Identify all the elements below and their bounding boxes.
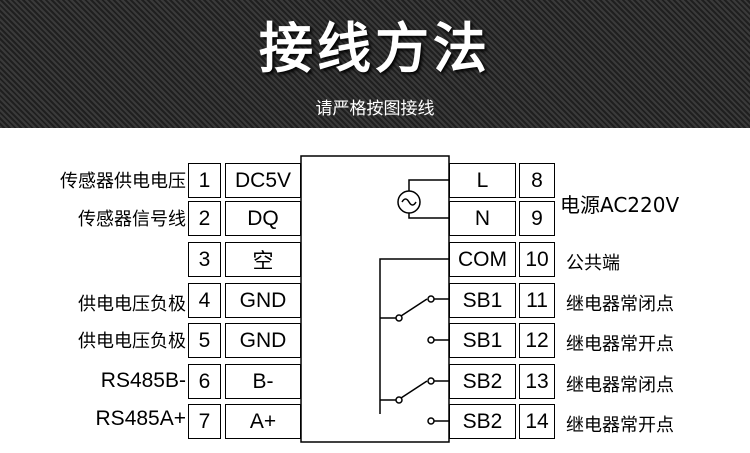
relay2-no-label: 继电器常开点 bbox=[566, 415, 674, 436]
relay1-nc-contact bbox=[427, 295, 435, 303]
relay1-arm bbox=[400, 298, 428, 317]
left-desc-4: 供电电压负极 bbox=[78, 294, 186, 315]
terminal-number-7: 7 bbox=[188, 404, 221, 439]
com-bus-wire bbox=[379, 258, 449, 414]
power-label: 电源AC220V bbox=[560, 193, 680, 217]
common-label: 公共端 bbox=[566, 253, 620, 274]
left-desc-1: 传感器供电电压 bbox=[60, 171, 186, 192]
terminal-signal-1: DC5V bbox=[225, 163, 301, 198]
relay2-nc-label: 继电器常闭点 bbox=[566, 375, 674, 396]
ac-wire-n bbox=[408, 213, 449, 219]
relay1-no-contact bbox=[427, 336, 435, 344]
terminal-number-1: 1 bbox=[188, 163, 221, 198]
relay1-pivot bbox=[395, 314, 403, 322]
terminal-signal-7: A+ bbox=[225, 404, 301, 439]
terminal-signal-12: SB1 bbox=[449, 323, 516, 358]
relay2-pivot bbox=[395, 396, 403, 404]
terminal-number-3: 3 bbox=[188, 242, 221, 277]
terminal-signal-10: COM bbox=[449, 242, 516, 277]
terminal-number-11: 11 bbox=[519, 283, 555, 318]
terminal-signal-13: SB2 bbox=[449, 364, 516, 399]
relay1-no-label: 继电器常开点 bbox=[566, 334, 674, 355]
relay2-arm bbox=[400, 380, 428, 399]
relay2-no-contact bbox=[427, 417, 435, 425]
left-desc-2: 传感器信号线 bbox=[78, 209, 186, 230]
terminal-number-8: 8 bbox=[519, 163, 555, 198]
terminal-number-13: 13 bbox=[519, 364, 555, 399]
terminal-number-12: 12 bbox=[519, 323, 555, 358]
header-banner: 接线方法 请严格按图接线 bbox=[0, 0, 750, 128]
left-desc-6: RS485B- bbox=[100, 369, 186, 392]
terminal-number-2: 2 bbox=[188, 201, 221, 236]
page-subtitle: 请严格按图接线 bbox=[315, 99, 435, 119]
terminal-number-6: 6 bbox=[188, 364, 221, 399]
terminal-signal-14: SB2 bbox=[449, 404, 516, 439]
terminal-number-9: 9 bbox=[519, 201, 555, 236]
terminal-signal-2: DQ bbox=[225, 201, 301, 236]
ac-wave-icon bbox=[401, 198, 417, 206]
terminal-signal-11: SB1 bbox=[449, 283, 516, 318]
terminal-signal-5: GND bbox=[225, 323, 301, 358]
terminal-number-4: 4 bbox=[188, 283, 221, 318]
terminal-signal-9: N bbox=[449, 201, 516, 236]
ac-wire-l bbox=[408, 179, 449, 191]
terminal-signal-3: 空 bbox=[225, 242, 301, 277]
terminal-signal-4: GND bbox=[225, 283, 301, 318]
relay2-nc-contact bbox=[427, 377, 435, 385]
terminal-number-5: 5 bbox=[188, 323, 221, 358]
terminal-number-10: 10 bbox=[519, 242, 555, 277]
page-title: 接线方法 bbox=[259, 17, 491, 80]
terminal-signal-6: B- bbox=[225, 364, 301, 399]
left-desc-5: 供电电压负极 bbox=[78, 331, 186, 352]
terminal-signal-8: L bbox=[449, 163, 516, 198]
terminal-number-14: 14 bbox=[519, 404, 555, 439]
left-desc-7: RS485A+ bbox=[95, 407, 186, 430]
relay1-nc-label: 继电器常闭点 bbox=[566, 294, 674, 315]
